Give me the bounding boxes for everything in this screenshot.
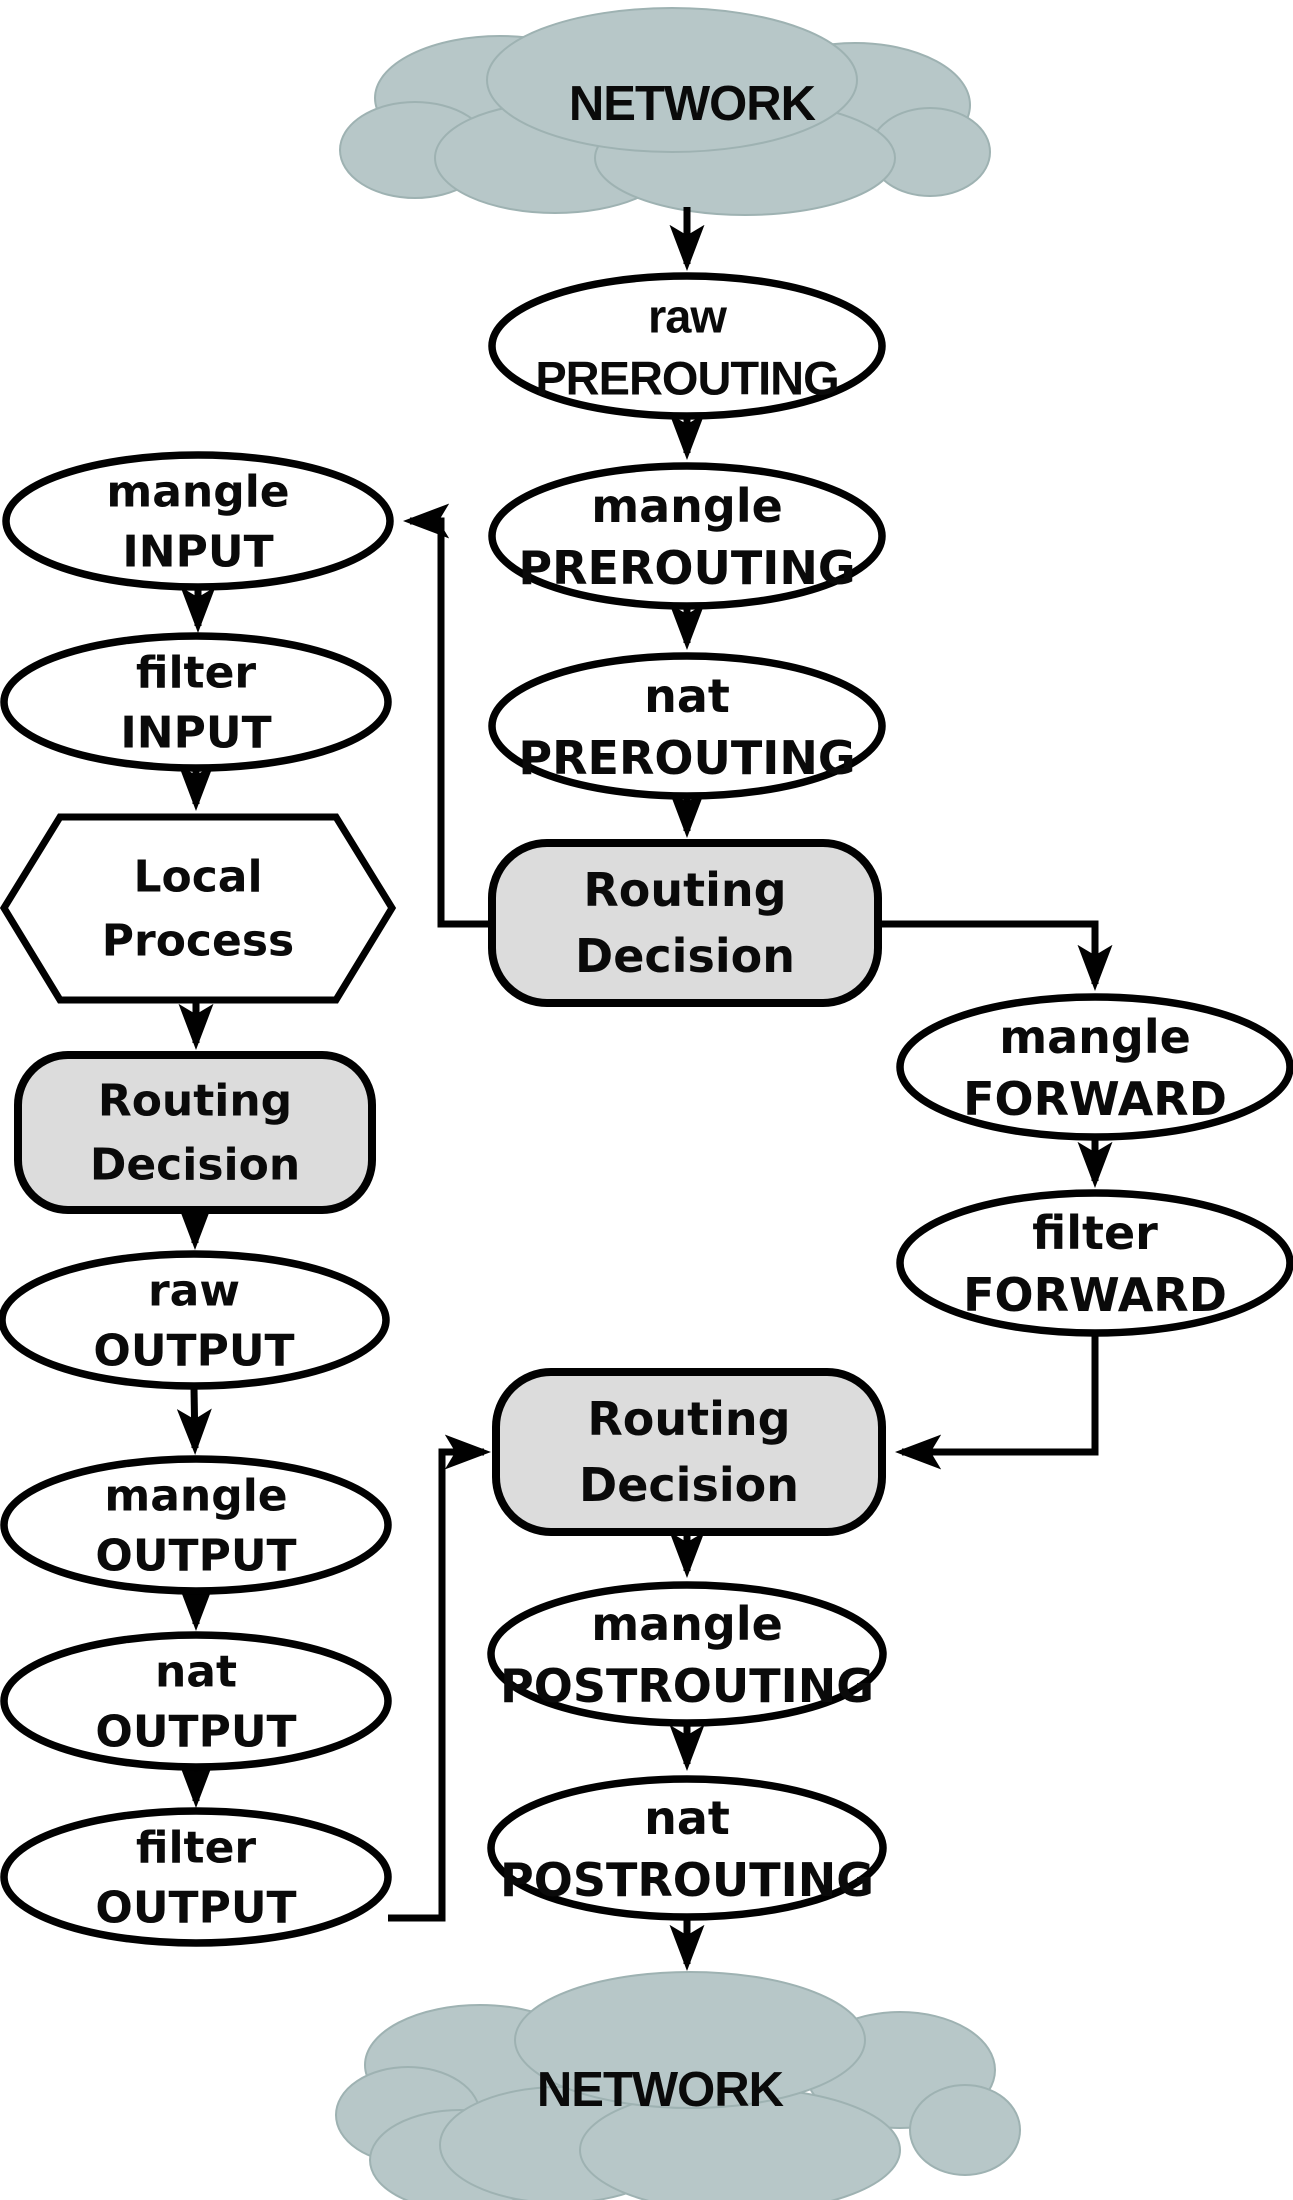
routing-decision-left-line2: Decision [90, 1140, 300, 1191]
arrow-raw-output-to-mangle-output [176, 1387, 212, 1455]
cloud-bump [514, 1971, 866, 2109]
raw-output-line2: OUTPUT [93, 1326, 294, 1377]
mangle-output-ellipse [0, 1455, 392, 1595]
node-routing-decision-left: Routing Decision [14, 1051, 376, 1214]
nat-postrouting-line1: nat [644, 1791, 730, 1845]
cloud-bump [909, 2084, 1021, 2176]
filter-forward-line1: filter [1032, 1206, 1158, 1260]
routing-decision-2-line2: Decision [579, 1458, 799, 1512]
routing-decision-1-box [488, 839, 882, 1007]
mangle-input-ellipse [2, 451, 394, 591]
routing-decision-left-box [14, 1051, 376, 1214]
node-nat-output: nat OUTPUT [0, 1631, 392, 1771]
nat-prerouting-ellipse [488, 652, 886, 800]
routing-decision-2-line1: Routing [587, 1392, 790, 1446]
mangle-output-line1: mangle [104, 1471, 287, 1522]
raw-prerouting-ellipse [488, 272, 886, 420]
filter-output-ellipse [0, 1807, 392, 1947]
node-nat-postrouting: nat POSTROUTING [487, 1775, 887, 1921]
routing-decision-1-line1: Routing [583, 863, 786, 917]
filter-output-line2: OUTPUT [95, 1883, 296, 1934]
raw-output-ellipse [0, 1250, 390, 1390]
local-process-line1: Local [133, 852, 262, 903]
arrow-routing-decision-1-to-mangle-forward [876, 920, 1113, 992]
cloud-bump [486, 7, 858, 153]
nat-prerouting-line1: nat [644, 669, 730, 723]
filter-forward-ellipse [896, 1189, 1293, 1337]
routing-decision-2-box [492, 1368, 886, 1536]
filter-input-line2: INPUT [120, 708, 271, 759]
mangle-postrouting-ellipse [487, 1581, 887, 1727]
local-process-line2: Process [102, 916, 294, 967]
raw-output-line1: raw [148, 1266, 240, 1317]
mangle-postrouting-line2: POSTROUTING [500, 1659, 874, 1713]
routing-decision-1-line2: Decision [575, 929, 795, 983]
filter-output-line1: filter [136, 1823, 257, 1874]
filter-input-line1: filter [136, 648, 257, 699]
network-top-label: NETWORK [569, 77, 816, 131]
nat-output-line1: nat [155, 1647, 237, 1698]
arrow-filter-forward-to-routing-decision-2 [894, 1335, 1099, 1470]
node-mangle-postrouting: mangle POSTROUTING [487, 1581, 887, 1727]
arrow-filter-output-to-routing-decision-2 [388, 1434, 492, 1922]
mangle-forward-ellipse [896, 993, 1293, 1141]
mangle-forward-line2: FORWARD [963, 1072, 1227, 1126]
nat-output-ellipse [0, 1631, 392, 1771]
mangle-postrouting-line1: mangle [591, 1597, 783, 1651]
mangle-forward-line1: mangle [999, 1010, 1191, 1064]
node-routing-decision-2: Routing Decision [492, 1368, 886, 1536]
mangle-prerouting-line2: PREROUTING [518, 541, 855, 595]
nat-postrouting-line2: POSTROUTING [500, 1853, 874, 1907]
node-filter-output: filter OUTPUT [0, 1807, 392, 1947]
connectors [176, 207, 1113, 1972]
node-nat-prerouting: nat PREROUTING [488, 652, 886, 800]
filter-input-ellipse [0, 632, 392, 772]
mangle-output-line2: OUTPUT [95, 1531, 296, 1582]
node-raw-output: raw OUTPUT [0, 1250, 390, 1390]
mangle-input-line1: mangle [106, 467, 289, 518]
routing-decision-left-line1: Routing [98, 1076, 292, 1127]
local-process-hexagon [0, 813, 397, 1004]
network-cloud-bottom: NETWORK [335, 1971, 1021, 2200]
node-local-process: Local Process [0, 813, 397, 1004]
network-bottom-label: NETWORK [537, 2063, 784, 2117]
node-raw-prerouting: raw PREROUTING [488, 272, 886, 420]
filter-forward-line2: FORWARD [963, 1268, 1227, 1322]
node-mangle-output: mangle OUTPUT [0, 1455, 392, 1595]
raw-prerouting-line1: raw [648, 290, 727, 343]
node-routing-decision-1: Routing Decision [488, 839, 882, 1007]
node-filter-forward: filter FORWARD [896, 1189, 1293, 1337]
raw-prerouting-line2: PREROUTING [535, 352, 838, 405]
mangle-prerouting-ellipse [488, 462, 886, 610]
nat-output-line2: OUTPUT [95, 1707, 296, 1758]
node-mangle-forward: mangle FORWARD [896, 993, 1293, 1141]
arrow-routing-decision-1-to-mangle-input [402, 503, 494, 928]
node-mangle-input: mangle INPUT [2, 451, 394, 591]
mangle-input-line2: INPUT [122, 527, 273, 578]
node-filter-input: filter INPUT [0, 632, 392, 772]
nat-prerouting-line2: PREROUTING [518, 731, 855, 785]
network-cloud-top: NETWORK [339, 7, 991, 216]
mangle-prerouting-line1: mangle [591, 479, 783, 533]
node-mangle-prerouting: mangle PREROUTING [488, 462, 886, 610]
nat-postrouting-ellipse [487, 1775, 887, 1921]
